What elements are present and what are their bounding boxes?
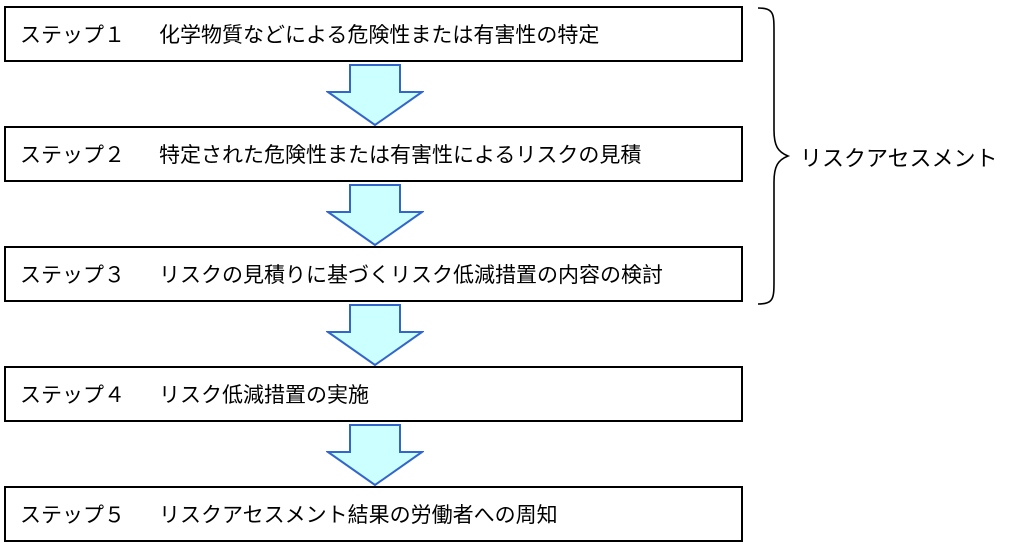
step-2-label: ステップ２ xyxy=(20,143,125,167)
risk-assessment-label: リスクアセスメント xyxy=(800,147,998,172)
step-2-text: 特定された危険性または有害性によるリスクの見積 xyxy=(159,143,642,167)
step-4-box: ステップ４ リスク低減措置の実施 xyxy=(4,366,743,422)
step-3-box: ステップ３ リスクの見積りに基づくリスク低減措置の内容の検討 xyxy=(4,246,743,302)
step-5-box: ステップ５ リスクアセスメント結果の労働者への周知 xyxy=(4,486,743,542)
step-1-text: 化学物質などによる危険性または有害性の特定 xyxy=(159,23,600,47)
step-3-label: ステップ３ xyxy=(20,263,125,287)
step-4-text: リスク低減措置の実施 xyxy=(159,383,369,407)
step-4-label: ステップ４ xyxy=(20,383,125,407)
step-5-text: リスクアセスメント結果の労働者への周知 xyxy=(159,503,558,527)
step-1-box: ステップ１ 化学物質などによる危険性または有害性の特定 xyxy=(4,6,743,62)
step-1-label: ステップ１ xyxy=(20,23,125,47)
arrow-down-2 xyxy=(326,184,424,246)
arrow-down-4 xyxy=(326,424,424,486)
arrow-down-1 xyxy=(326,64,424,126)
step-5-label: ステップ５ xyxy=(20,503,125,527)
arrow-down-3 xyxy=(326,304,424,366)
step-3-text: リスクの見積りに基づくリスク低減措置の内容の検討 xyxy=(159,263,663,287)
step-2-box: ステップ２ 特定された危険性または有害性によるリスクの見積 xyxy=(4,126,743,182)
right-curly-brace xyxy=(757,7,791,305)
